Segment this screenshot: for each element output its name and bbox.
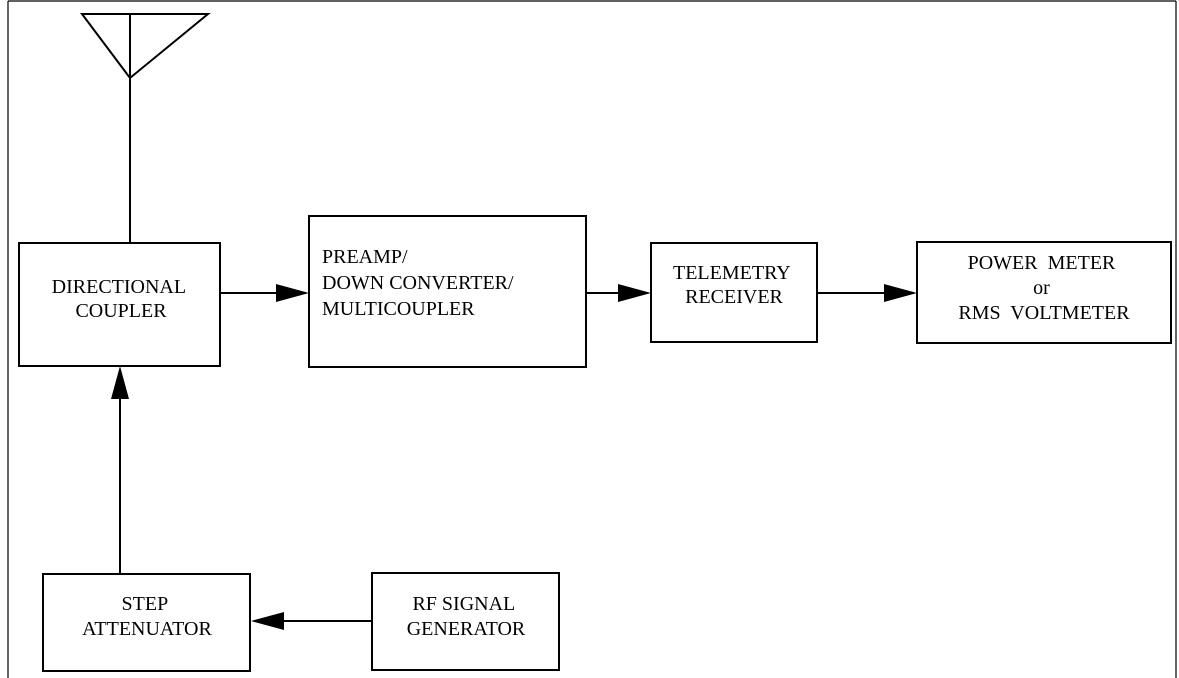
rf-signal-generator-label-line2: GENERATOR — [407, 618, 526, 640]
svg-text:STEP ATTENUATOR: STEP ATTENUATOR — [82, 593, 212, 640]
svg-text:TELEMETRY RECEIVER: TELEMETRY RECEIVER — [673, 262, 795, 308]
rf-signal-generator-label-line1: RF SIGNAL — [412, 593, 515, 615]
attenuator-to-coupler-arrowhead — [111, 366, 129, 399]
step-attenuator-label-line1: STEP — [122, 593, 169, 615]
power-meter-label-line3: RMS VOLTMETER — [958, 302, 1130, 324]
step-attenuator-block: STEP ATTENUATOR — [42, 573, 251, 672]
preamp-label-line3: MULTICOUPLER — [322, 298, 475, 320]
receiver-to-meter-arrowhead — [884, 284, 917, 302]
svg-text:POWER METER or RM: POWER METER or RMS VOLTMETER — [958, 252, 1130, 324]
directional-coupler-block: DIRECTIONAL COUPLER — [18, 242, 221, 367]
telemetry-receiver-label-line2: RECEIVER — [685, 286, 783, 308]
preamp-block: PREAMP/ DOWN CONVERTER/ MULTICOUPLER — [308, 215, 587, 368]
power-meter-label-line1: POWER METER — [968, 252, 1116, 274]
svg-text:PREAMP/ DOWN CONVERTER/: PREAMP/ DOWN CONVERTER/ MULTICOUPLER — [322, 246, 519, 320]
preamp-label-line1: PREAMP/ — [322, 246, 408, 268]
power-meter-block: POWER METER or RMS VOLTMETER — [916, 241, 1172, 344]
power-meter-label-line2: or — [1033, 277, 1050, 299]
generator-to-attenuator-arrowhead — [251, 612, 284, 630]
directional-coupler-label-line1: DIRECTIONAL — [52, 276, 186, 298]
directional-coupler-label-line2: COUPLER — [75, 300, 167, 322]
rf-signal-generator-block: RF SIGNAL GENERATOR — [371, 572, 560, 671]
telemetry-receiver-label-line1: TELEMETRY — [673, 262, 790, 284]
telemetry-receiver-block: TELEMETRY RECEIVER — [650, 242, 818, 343]
step-attenuator-label-line2: ATTENUATOR — [82, 618, 212, 640]
svg-text:RF SIGNAL GENERATOR: RF SIGNAL GENERATOR — [407, 593, 526, 640]
preamp-label-line2: DOWN CONVERTER/ — [322, 272, 514, 294]
coupler-to-preamp-arrowhead — [276, 284, 309, 302]
preamp-to-receiver-arrowhead — [618, 284, 651, 302]
svg-text:DIRECTIONAL COUPLER: DIRECTIONAL COUPLER — [52, 276, 191, 322]
antenna-icon — [80, 13, 211, 80]
